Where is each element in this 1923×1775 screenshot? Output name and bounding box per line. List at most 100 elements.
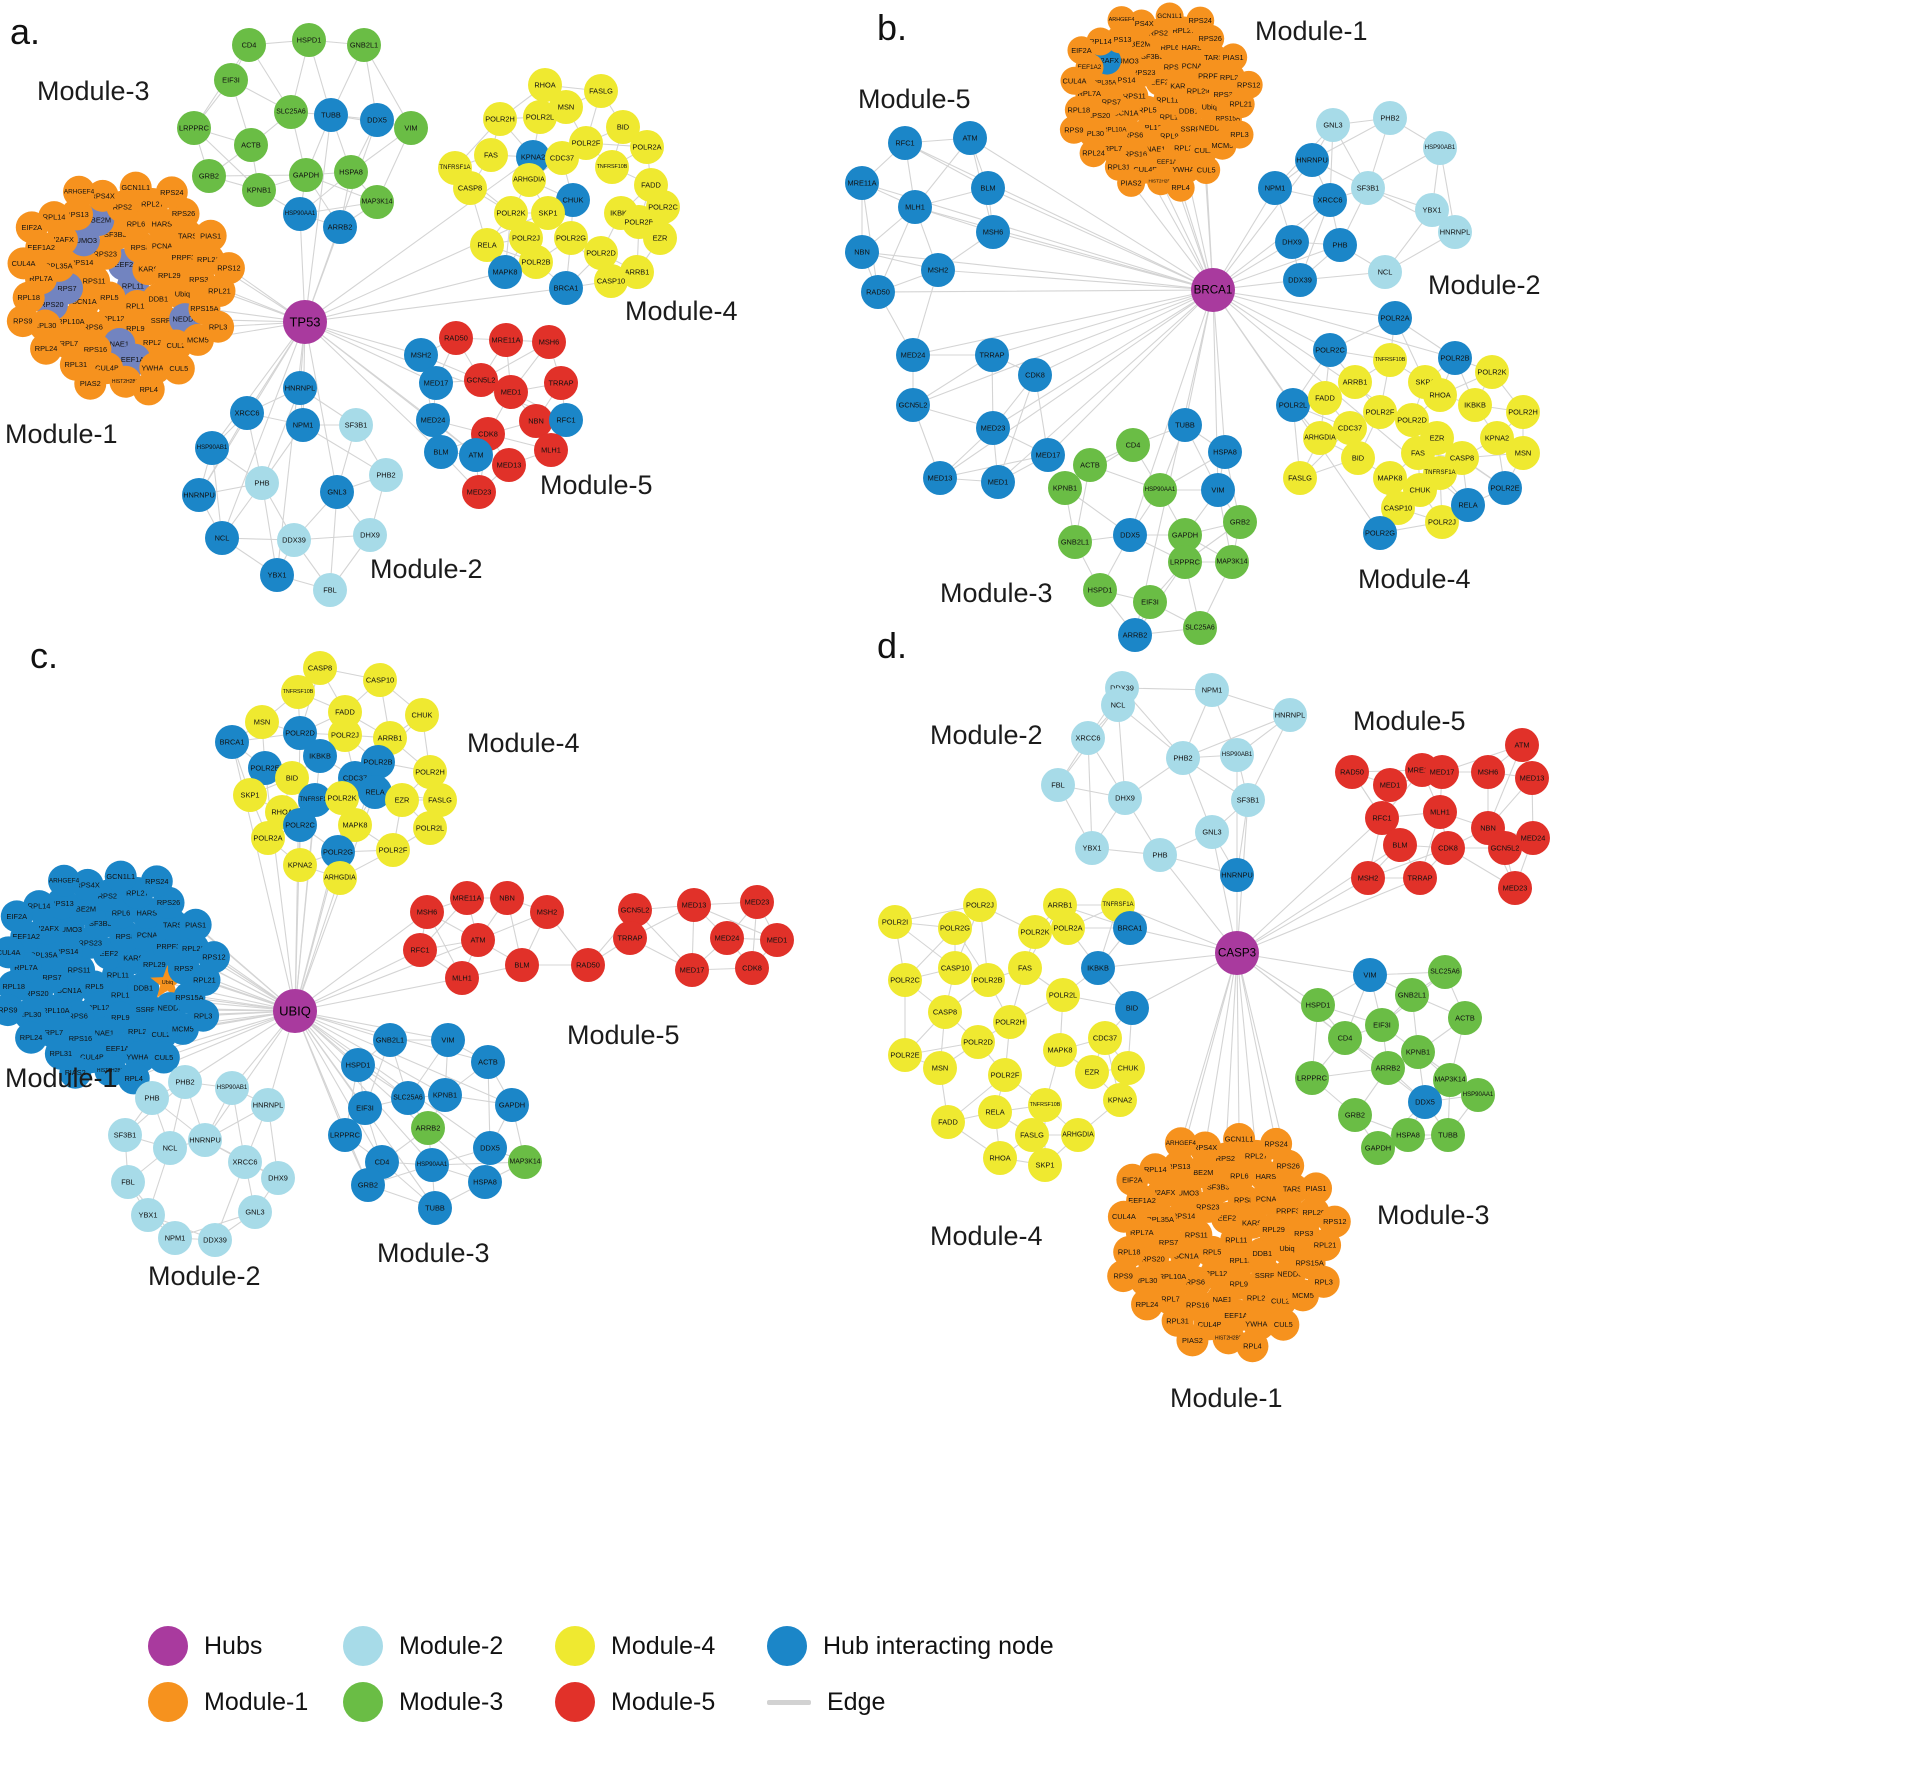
node-polr2d[interactable]: POLR2D xyxy=(584,236,618,270)
node-mlh1[interactable]: MLH1 xyxy=(1423,795,1457,829)
node-hsp90ab1[interactable]: HSP90AB1 xyxy=(215,1071,249,1105)
node-polr2g[interactable]: POLR2G xyxy=(554,221,588,255)
node-kpna2[interactable]: KPNA2 xyxy=(1480,421,1514,455)
node-hnrnpu[interactable]: HNRNPU xyxy=(1220,858,1254,892)
node-ddx39[interactable]: DDX39 xyxy=(277,523,311,557)
node-med24[interactable]: MED24 xyxy=(1516,821,1550,855)
node-rpl24[interactable]: RPL24 xyxy=(1131,1288,1164,1321)
node-polr2f[interactable]: POLR2F xyxy=(1363,395,1397,429)
node-tnfrsf10b[interactable]: TNFRSF10B xyxy=(595,150,629,184)
node-fbl[interactable]: FBL xyxy=(111,1165,145,1199)
node-vim[interactable]: VIM xyxy=(1353,958,1387,992)
node-hspd1[interactable]: HSPD1 xyxy=(1301,988,1335,1022)
node-casp8[interactable]: CASP8 xyxy=(928,995,962,1029)
node-phb[interactable]: PHB xyxy=(135,1081,169,1115)
node-cul4a[interactable]: CUL4A xyxy=(7,247,40,280)
node-hspd1[interactable]: HSPD1 xyxy=(1083,573,1117,607)
node-arhgdia[interactable]: ARHGDIA xyxy=(512,163,546,197)
node-cul4a[interactable]: CUL4A xyxy=(1107,1200,1140,1233)
node-cul4a[interactable]: CUL4A xyxy=(1060,66,1089,95)
node-ybx1[interactable]: YBX1 xyxy=(131,1198,165,1232)
node-slc25a6[interactable]: SLC25A6 xyxy=(1183,611,1217,645)
node-hsp90aa1[interactable]: HSP90AA1 xyxy=(283,197,317,231)
node-cul5[interactable]: CUL5 xyxy=(162,352,195,385)
node-med23[interactable]: MED23 xyxy=(1498,871,1532,905)
node-ncl[interactable]: NCL xyxy=(1101,688,1135,722)
node-msn[interactable]: MSN xyxy=(549,90,583,124)
node-sf3b1[interactable]: SF3B1 xyxy=(1351,171,1385,205)
node-vim[interactable]: VIM xyxy=(1201,473,1235,507)
node-hspd1[interactable]: HSPD1 xyxy=(292,23,326,57)
node-gnl3[interactable]: GNL3 xyxy=(1195,815,1229,849)
node-arhgef4[interactable]: ARHGEF4 xyxy=(63,175,96,208)
node-med1[interactable]: MED1 xyxy=(1373,768,1407,802)
node-phb[interactable]: PHB xyxy=(1323,228,1357,262)
node-casp10[interactable]: CASP10 xyxy=(938,951,972,985)
node-trrap[interactable]: TRRAP xyxy=(975,338,1009,372)
node-slc25a6[interactable]: SLC25A6 xyxy=(1428,955,1462,989)
node-hsp90aa1[interactable]: HSP90AA1 xyxy=(1143,473,1177,507)
node-rpl4[interactable]: RPL4 xyxy=(132,373,165,406)
node-arhgdia[interactable]: ARHGDIA xyxy=(1061,1118,1095,1152)
node-polr2h[interactable]: POLR2H xyxy=(1506,395,1540,429)
node-med17[interactable]: MED17 xyxy=(1425,755,1459,789)
node-ncl[interactable]: NCL xyxy=(1368,255,1402,289)
node-rpl4[interactable]: RPL4 xyxy=(1236,1330,1269,1363)
node-arrb2[interactable]: ARRB2 xyxy=(323,210,357,244)
node-eif3i[interactable]: EIF3I xyxy=(348,1091,382,1125)
node-faslg[interactable]: FASLG xyxy=(423,783,457,817)
node-hnrnpl[interactable]: HNRNPL xyxy=(283,371,317,405)
node-eif3i[interactable]: EIF3I xyxy=(1133,585,1167,619)
node-casp10[interactable]: CASP10 xyxy=(594,264,628,298)
node-msh2[interactable]: MSH2 xyxy=(530,895,564,929)
node-polr2h[interactable]: POLR2H xyxy=(413,755,447,789)
node-bid[interactable]: BID xyxy=(275,761,309,795)
node-grb2[interactable]: GRB2 xyxy=(1338,1098,1372,1132)
node-dhx9[interactable]: DHX9 xyxy=(353,518,387,552)
node-kpnb1[interactable]: KPNB1 xyxy=(242,173,276,207)
node-gcn1l1[interactable]: GCN1L1 xyxy=(1223,1122,1256,1155)
node-lrpprc[interactable]: LRPPRC xyxy=(177,111,211,145)
node-rfc1[interactable]: RFC1 xyxy=(403,933,437,967)
node-polr2d[interactable]: POLR2D xyxy=(961,1025,995,1059)
node-rps9[interactable]: RPS9 xyxy=(0,994,24,1027)
node-ncl[interactable]: NCL xyxy=(205,521,239,555)
node-grb2[interactable]: GRB2 xyxy=(1223,505,1257,539)
node-hsp90ab1[interactable]: HSP90AB1 xyxy=(195,431,229,465)
node-atm[interactable]: ATM xyxy=(1505,728,1539,762)
node-brca1[interactable]: BRCA1 xyxy=(215,725,249,759)
node-hnrnpu[interactable]: HNRNPU xyxy=(188,1123,222,1157)
node-pias1[interactable]: PIAS1 xyxy=(194,219,227,252)
node-cul5[interactable]: CUL5 xyxy=(147,1041,180,1074)
node-med24[interactable]: MED24 xyxy=(710,921,744,955)
node-dhx9[interactable]: DHX9 xyxy=(261,1161,295,1195)
node-rpl3[interactable]: RPL3 xyxy=(1225,120,1254,149)
node-med1[interactable]: MED1 xyxy=(494,375,528,409)
node-msn[interactable]: MSN xyxy=(1506,436,1540,470)
node-polr2a[interactable]: POLR2A xyxy=(251,821,285,855)
node-polr2g[interactable]: POLR2G xyxy=(321,835,355,869)
node-hsp90ab1[interactable]: HSP90AB1 xyxy=(1220,738,1254,772)
node-vim[interactable]: VIM xyxy=(431,1023,465,1057)
node-cul5[interactable]: CUL5 xyxy=(1192,156,1221,185)
node-dhx9[interactable]: DHX9 xyxy=(1275,225,1309,259)
node-actb[interactable]: ACTB xyxy=(471,1045,505,1079)
node-rps9[interactable]: RPS9 xyxy=(1059,115,1088,144)
node-gnb2l1[interactable]: GNB2L1 xyxy=(1395,978,1429,1012)
node-fas[interactable]: FAS xyxy=(1008,951,1042,985)
hub-node-tp53[interactable]: TP53 xyxy=(283,300,327,344)
node-med23[interactable]: MED23 xyxy=(976,411,1010,445)
hub-node-casp3[interactable]: CASP3 xyxy=(1215,931,1259,975)
node-eif2a[interactable]: EIF2A xyxy=(15,211,48,244)
node-polr2a[interactable]: POLR2A xyxy=(1378,301,1412,335)
node-mre11a[interactable]: MRE11A xyxy=(450,881,484,915)
node-skp1[interactable]: SKP1 xyxy=(233,778,267,812)
node-polr2l[interactable]: POLR2L xyxy=(523,100,557,134)
node-polr2f[interactable]: POLR2F xyxy=(376,833,410,867)
node-arhgdia[interactable]: ARHGDIA xyxy=(1303,421,1337,455)
node-sf3b1[interactable]: SF3B1 xyxy=(339,408,373,442)
node-tubb[interactable]: TUBB xyxy=(1168,408,1202,442)
node-rad50[interactable]: RAD50 xyxy=(439,321,473,355)
node-gcn1l1[interactable]: GCN1L1 xyxy=(104,860,137,893)
node-mapk8[interactable]: MAPK8 xyxy=(1373,461,1407,495)
